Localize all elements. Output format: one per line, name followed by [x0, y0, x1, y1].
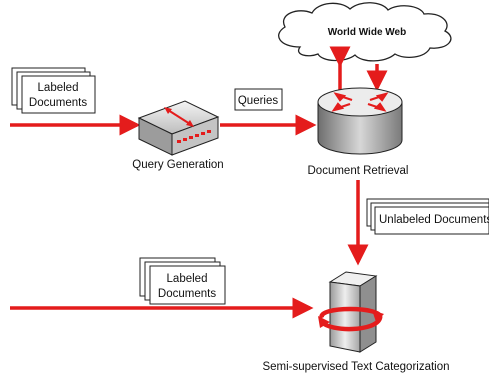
retrieval-arrows-icon: [331, 92, 389, 112]
labeled-docs-bottom-line1: Labeled: [167, 273, 208, 285]
text-categorization-device: [318, 271, 384, 353]
document-retrieval-label: Document Retrieval: [308, 165, 409, 177]
labeled-docs-bottom-line2: Documents: [158, 288, 216, 300]
text-categorization-label: Semi-supervised Text Categorization: [262, 361, 449, 373]
www-label: World Wide Web: [328, 27, 406, 38]
unlabeled-docs-label: Unlabeled Documents: [379, 214, 489, 226]
port-leds: [177, 130, 211, 143]
document-retrieval-device: [317, 87, 403, 155]
unlabeled-documents: Unlabeled Documents: [366, 198, 489, 235]
labeled-docs-top-line2: Documents: [29, 97, 87, 109]
labeled-documents-top: Labeled Documents: [11, 67, 96, 114]
query-generation-device: [137, 100, 220, 156]
web-retrieval-arrows: [329, 46, 388, 92]
labeled-docs-top-line1: Labeled: [38, 82, 79, 94]
www-cloud: World Wide Web: [278, 2, 452, 62]
queries-box: Queries: [234, 88, 283, 111]
queries-label: Queries: [238, 95, 279, 107]
labeled-documents-bottom: Labeled Documents: [139, 257, 226, 305]
query-generation-label: Query Generation: [132, 159, 223, 171]
